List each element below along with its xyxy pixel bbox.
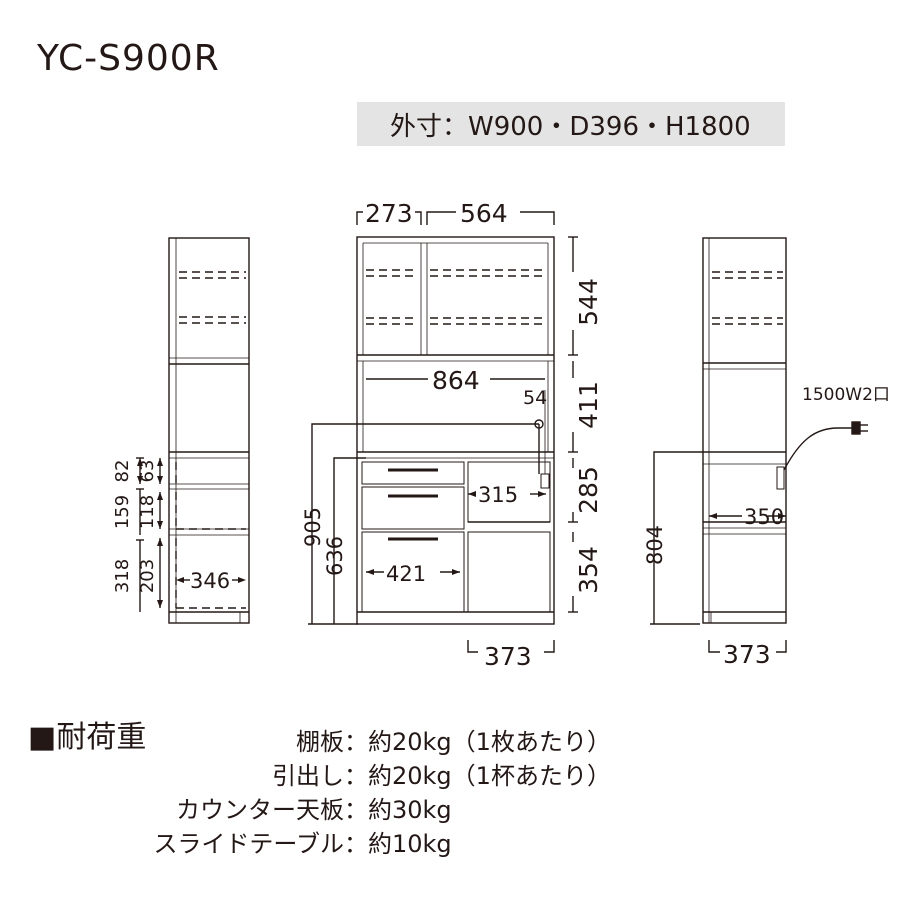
dim-left-118: 118 xyxy=(137,495,158,529)
right-side-view xyxy=(650,237,868,653)
model-number: YC-S900R xyxy=(37,38,220,79)
load-label: スライドテーブル： xyxy=(153,830,368,858)
dim-lower-636: 636 xyxy=(323,536,347,576)
load-label: 引出し： xyxy=(272,762,368,790)
dim-counter-width: 864 xyxy=(432,366,480,395)
outer-dimensions: 外寸：W900・D396・H1800 xyxy=(390,112,751,142)
dim-table-height: 285 xyxy=(574,466,603,514)
dim-drawer-width: 421 xyxy=(386,562,426,586)
load-label: カウンター天板： xyxy=(176,796,368,824)
left-side-view xyxy=(136,237,250,624)
load-label: 棚板： xyxy=(296,728,368,756)
dim-outlet-offset: 54 xyxy=(523,387,547,409)
dim-right-804: 804 xyxy=(643,525,667,565)
dim-left-159: 159 xyxy=(112,495,133,529)
load-value: 約20kg（1枚あたり） xyxy=(368,728,611,756)
power-spec: 1500W2口 xyxy=(802,385,890,405)
front-view xyxy=(308,211,578,653)
load-value: 約20kg（1杯あたり） xyxy=(368,762,611,790)
dim-table-width: 315 xyxy=(478,483,518,507)
dim-right-depth: 373 xyxy=(723,640,771,669)
dim-left-63: 63 xyxy=(137,460,158,483)
dim-bottom-height: 354 xyxy=(574,546,603,594)
load-value: 約10kg xyxy=(368,830,452,858)
dim-total-905: 905 xyxy=(301,507,325,547)
dim-counter-height: 411 xyxy=(574,381,603,429)
dim-front-depth: 373 xyxy=(484,642,532,671)
dim-top-right-width: 564 xyxy=(460,199,508,228)
load-capacity-title: ■耐荷重 xyxy=(28,720,147,755)
dim-right-350: 350 xyxy=(744,505,784,529)
dim-left-346: 346 xyxy=(190,569,230,593)
load-value: 約30kg xyxy=(368,796,452,824)
dim-upper-height: 544 xyxy=(574,278,603,326)
dim-left-318: 318 xyxy=(112,559,133,593)
dim-left-203: 203 xyxy=(137,559,158,593)
dim-top-left-width: 273 xyxy=(365,199,413,228)
dim-left-82: 82 xyxy=(112,460,133,483)
outer-dimensions-band xyxy=(357,102,785,146)
